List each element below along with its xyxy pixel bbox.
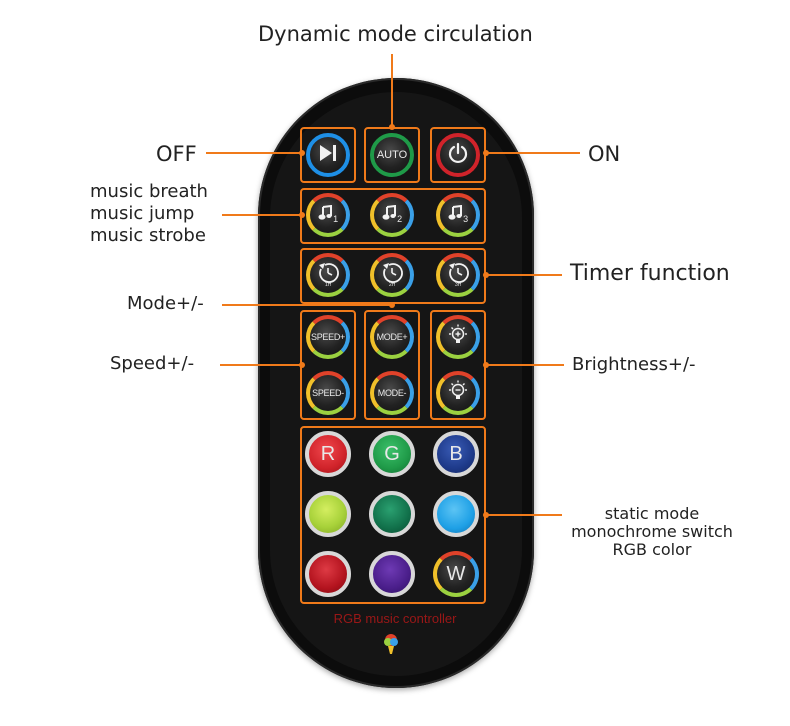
timer-label: 2H xyxy=(389,282,396,288)
mode-plus-button[interactable]: MODE+ xyxy=(370,315,414,359)
leader-speed xyxy=(220,364,302,366)
music-note-icon xyxy=(318,204,333,226)
mode-plus-label: MODE+ xyxy=(376,332,408,342)
white-button[interactable]: W xyxy=(433,551,479,597)
brand-logo-icon xyxy=(380,632,402,656)
music-breath-button[interactable]: 1 xyxy=(306,193,350,237)
auto-label: AUTO xyxy=(376,149,408,161)
music-note-icon xyxy=(448,204,463,226)
leader-dot xyxy=(299,212,305,218)
leader-dot xyxy=(483,150,489,156)
crimson-color-button[interactable] xyxy=(305,551,351,597)
red-label: R xyxy=(320,442,336,465)
label-dynamic-mode: Dynamic mode circulation xyxy=(258,22,533,46)
leader-dot xyxy=(483,512,489,518)
leader-off xyxy=(206,152,302,154)
power-on-button[interactable] xyxy=(436,133,480,177)
dark-green-color-button[interactable] xyxy=(369,491,415,537)
red-button[interactable]: R xyxy=(305,431,351,477)
clock-icon xyxy=(316,261,340,290)
label-mode: Mode+/- xyxy=(127,293,204,314)
music-number: 2 xyxy=(397,214,402,224)
leader-on xyxy=(486,152,580,154)
label-speed: Speed+/- xyxy=(110,353,195,374)
bulb-minus-icon xyxy=(446,379,470,408)
leader-brightness xyxy=(486,364,564,366)
green-label: G xyxy=(384,442,400,465)
timer-label: 1H xyxy=(325,282,332,288)
leader-dot xyxy=(483,362,489,368)
timer-1h-button[interactable]: 1H xyxy=(306,253,350,297)
clock-icon xyxy=(446,261,470,290)
leader-dot xyxy=(299,362,305,368)
speed-minus-label: SPEED- xyxy=(312,388,344,398)
timer-3h-button[interactable]: 3H xyxy=(436,253,480,297)
leader-dot xyxy=(389,302,395,308)
mode-minus-button[interactable]: MODE- xyxy=(370,371,414,415)
sky-blue-color-button[interactable] xyxy=(433,491,479,537)
bulb-plus-icon xyxy=(446,323,470,352)
leader-music xyxy=(222,214,302,216)
lime-color-button[interactable] xyxy=(305,491,351,537)
music-number: 1 xyxy=(333,214,338,224)
music-number: 3 xyxy=(463,214,468,224)
label-rgb-color: RGB color xyxy=(612,540,692,559)
label-music-jump: music jump xyxy=(90,203,195,224)
purple-color-button[interactable] xyxy=(369,551,415,597)
leader-dot xyxy=(483,272,489,278)
leader-mode xyxy=(222,304,394,306)
label-static-mode: static mode xyxy=(604,504,700,523)
speed-plus-label: SPEED+ xyxy=(311,332,345,342)
blue-button[interactable]: B xyxy=(433,431,479,477)
leader-timer xyxy=(486,274,562,276)
brightness-minus-button[interactable] xyxy=(436,371,480,415)
speed-minus-button[interactable]: SPEED- xyxy=(306,371,350,415)
music-jump-button[interactable]: 2 xyxy=(370,193,414,237)
label-on: ON xyxy=(588,142,621,166)
play-pause-off-button[interactable] xyxy=(306,133,350,177)
label-brightness: Brightness+/- xyxy=(572,354,696,375)
leader-dot xyxy=(389,124,395,130)
music-strobe-button[interactable]: 3 xyxy=(436,193,480,237)
mode-minus-label: MODE- xyxy=(377,388,407,398)
clock-icon xyxy=(380,261,404,290)
auto-button[interactable]: AUTO xyxy=(370,133,414,177)
leader-dynamic xyxy=(391,54,393,129)
timer-label: 3H xyxy=(455,282,462,288)
label-monochrome-switch: monochrome switch xyxy=(571,522,733,541)
leader-dot xyxy=(299,150,305,156)
timer-2h-button[interactable]: 2H xyxy=(370,253,414,297)
power-icon xyxy=(447,142,469,169)
brand-text: RGB music controller xyxy=(333,611,457,626)
music-note-icon xyxy=(382,204,397,226)
outline-mode xyxy=(364,310,420,420)
brightness-plus-button[interactable] xyxy=(436,315,480,359)
label-music-breath: music breath xyxy=(90,181,208,202)
blue-label: B xyxy=(449,442,463,465)
green-button[interactable]: G xyxy=(369,431,415,477)
leader-static xyxy=(486,514,562,516)
white-label: W xyxy=(446,562,466,585)
play-pause-icon xyxy=(317,143,339,168)
speed-plus-button[interactable]: SPEED+ xyxy=(306,315,350,359)
label-music-strobe: music strobe xyxy=(90,225,206,246)
label-timer: Timer function xyxy=(570,261,730,286)
label-off: OFF xyxy=(156,142,197,166)
